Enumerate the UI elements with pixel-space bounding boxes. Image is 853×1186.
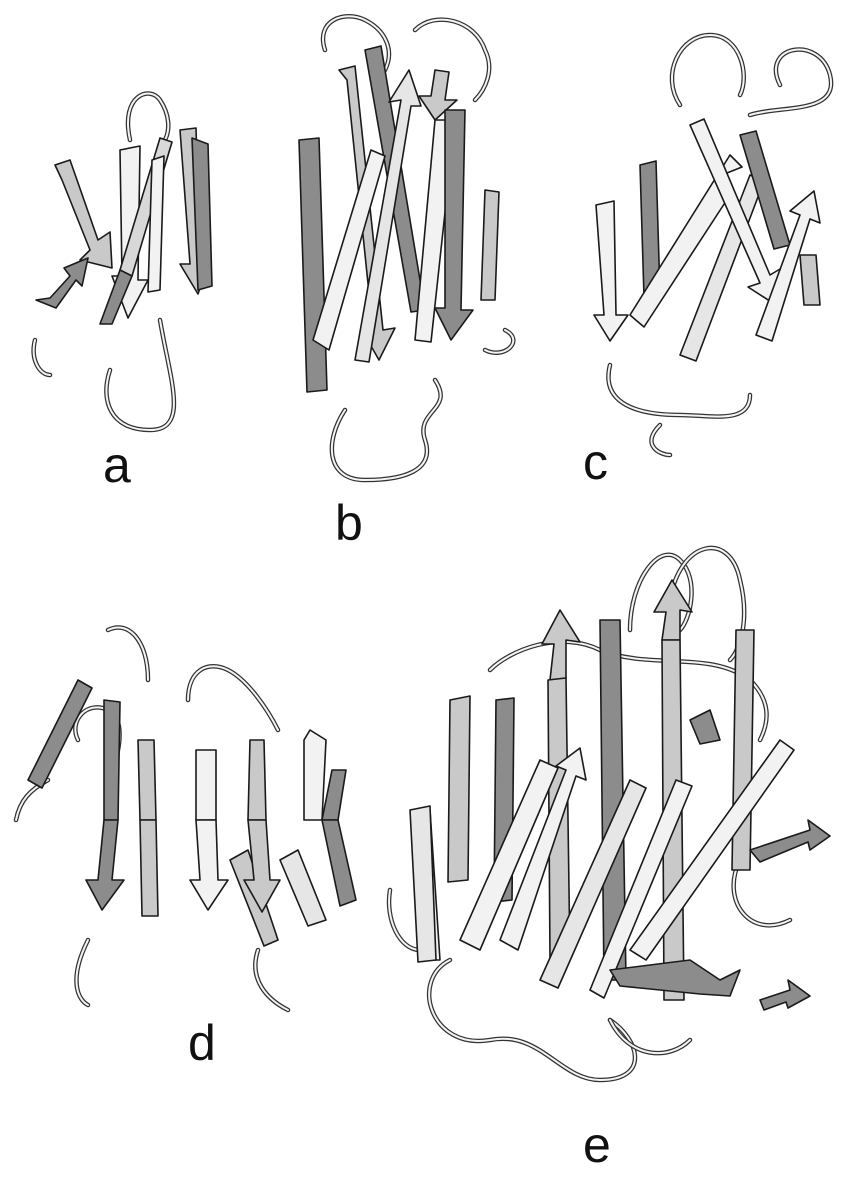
label-c: c <box>583 437 608 487</box>
panel-d <box>8 620 368 820</box>
label-b: b <box>335 498 363 548</box>
beta-structure-e <box>390 540 840 1100</box>
label-d: d <box>188 1018 216 1068</box>
panel-d-lower <box>8 820 368 1010</box>
panel-e <box>390 540 840 1100</box>
beta-structure-b <box>285 10 525 490</box>
beta-structure-a <box>20 80 240 440</box>
panel-c <box>580 15 840 465</box>
label-e: e <box>583 1120 611 1170</box>
beta-structure-d <box>8 620 368 820</box>
beta-structure-c <box>580 15 840 465</box>
panel-a <box>20 80 240 440</box>
label-a: a <box>103 440 131 490</box>
panel-b <box>285 10 525 490</box>
beta-structure-d-lower <box>8 820 368 1010</box>
